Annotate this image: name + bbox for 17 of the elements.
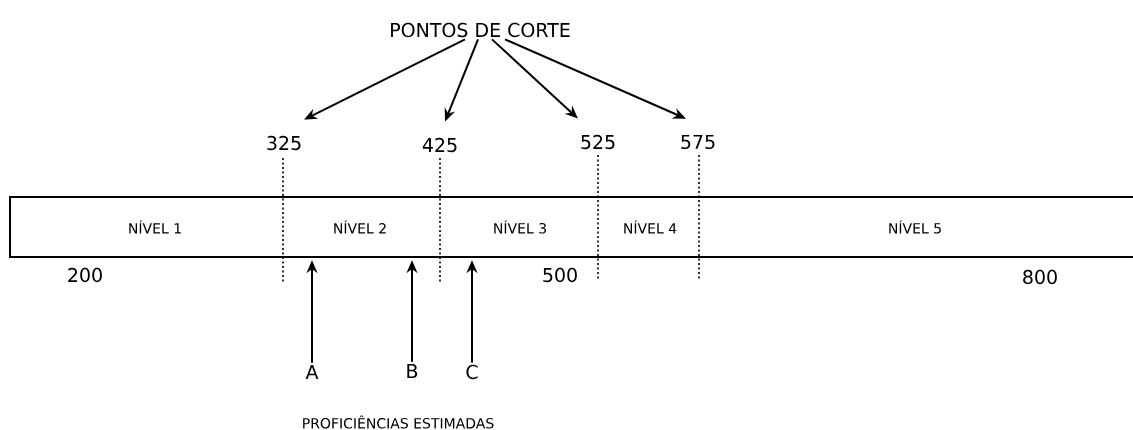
title-text: PONTOS DE CORTE	[391, 22, 570, 38]
cut-point-value: 575	[681, 134, 715, 150]
cut-point-value: 325	[267, 135, 301, 151]
caption-text: PROFICIÊNCIAS ESTIMADAS	[303, 415, 494, 429]
proficiency-letter: C	[466, 364, 478, 380]
level-cell: NÍVEL 4	[624, 220, 677, 234]
proficiency-letter: B	[407, 364, 418, 378]
level-cell: NÍVEL 2	[334, 220, 386, 234]
scale-value: 200	[68, 267, 102, 283]
cut-point-value: 525	[581, 134, 615, 150]
proficiency-letter: A	[305, 365, 319, 379]
level-cell: NÍVEL 5	[889, 220, 941, 234]
cut-point-value: 425	[422, 137, 457, 153]
level-cell: NÍVEL 3	[494, 220, 546, 234]
level-cell: NÍVEL 1	[129, 220, 181, 234]
scale-value: 800	[1023, 269, 1057, 285]
scale-value: 500	[543, 267, 577, 283]
